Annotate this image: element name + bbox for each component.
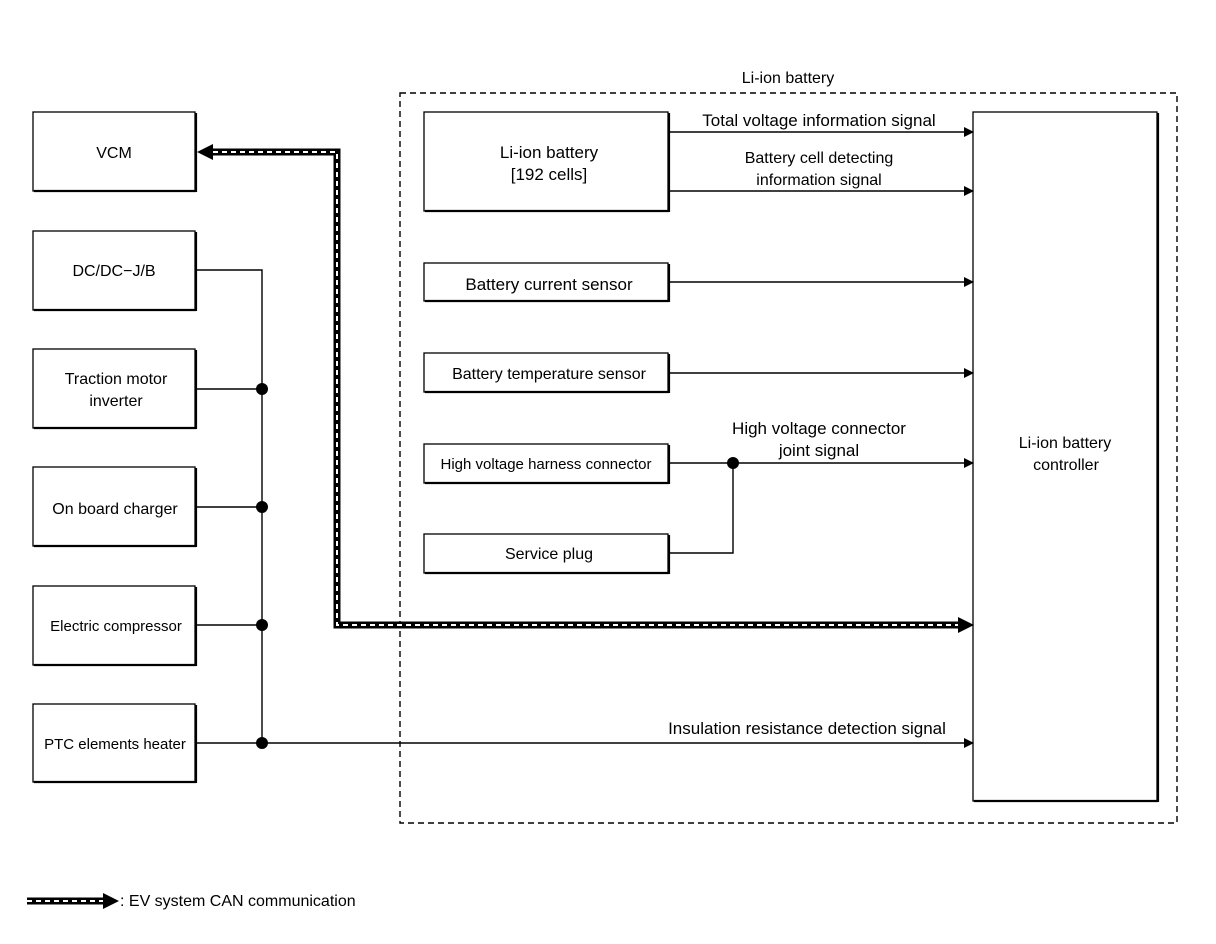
li-ion-battery-controller-label-line-2: controller <box>1033 457 1099 474</box>
li-ion-battery-cells-box: Li-ion battery [192 cells] <box>423 111 671 213</box>
vcm-box: VCM <box>32 111 198 193</box>
insulation-resistance-signal-line: Insulation resistance detection signal <box>262 719 974 748</box>
li-ion-battery-cells-label-line-2: [192 cells] <box>511 165 588 184</box>
traction-motor-inverter-label-line-2: inverter <box>89 393 143 410</box>
dcdc-jb-label: DC/DC−J/B <box>72 263 155 280</box>
hv-connector-joint-signal-line: High voltage connector joint signal <box>669 419 974 554</box>
electric-compressor-box: Electric compressor <box>32 585 198 667</box>
traction-motor-inverter-label-line-1: Traction motor <box>65 371 168 388</box>
cell-detecting-signal-label-line-2: information signal <box>756 172 881 189</box>
high-voltage-harness-connector-box: High voltage harness connector <box>423 443 671 485</box>
legend-arrow-icon <box>103 893 119 909</box>
total-voltage-signal-label: Total voltage information signal <box>702 111 935 130</box>
li-ion-battery-controller-label-line-1: Li-ion battery <box>1019 435 1112 452</box>
service-plug-label: Service plug <box>505 546 593 563</box>
on-board-charger-box: On board charger <box>32 466 198 548</box>
service-plug-box: Service plug <box>423 533 671 575</box>
can-arrowhead-controller <box>958 617 974 633</box>
legend: : EV system CAN communication <box>27 893 356 910</box>
dcdc-jb-box: DC/DC−J/B <box>32 230 198 312</box>
junction-dot <box>256 501 268 513</box>
hv-connector-joint-signal-label-line-1: High voltage connector <box>732 419 906 438</box>
high-voltage-bus-wiring <box>196 269 268 749</box>
junction-dot <box>256 619 268 631</box>
junction-dot <box>256 383 268 395</box>
cell-detecting-signal-label-line-1: Battery cell detecting <box>745 150 894 167</box>
ev-can-communication-line <box>197 144 974 633</box>
traction-motor-inverter-box: Traction motor inverter <box>32 348 198 430</box>
li-ion-battery-controller-box: Li-ion battery controller <box>972 111 1160 803</box>
battery-current-sensor-label: Battery current sensor <box>465 275 633 294</box>
cell-detecting-signal-line: Battery cell detecting information signa… <box>669 150 974 196</box>
junction-dot <box>727 457 739 469</box>
on-board-charger-label: On board charger <box>52 501 178 518</box>
ptc-elements-heater-box: PTC elements heater <box>32 703 198 784</box>
li-ion-battery-cells-label-line-1: Li-ion battery <box>500 143 599 162</box>
vcm-label: VCM <box>96 145 132 162</box>
li-ion-battery-pack-boundary <box>399 92 1178 824</box>
battery-temperature-sensor-box: Battery temperature sensor <box>423 352 671 394</box>
can-arrowhead-vcm <box>197 144 213 160</box>
battery-current-sensor-box: Battery current sensor <box>423 262 671 303</box>
ptc-elements-heater-label: PTC elements heater <box>44 736 186 753</box>
hv-connector-joint-signal-label-line-2: joint signal <box>778 441 859 460</box>
legend-label: : EV system CAN communication <box>120 893 356 910</box>
electric-compressor-label: Electric compressor <box>50 618 182 635</box>
high-voltage-harness-connector-label: High voltage harness connector <box>441 456 652 473</box>
total-voltage-signal-line: Total voltage information signal <box>669 111 974 137</box>
insulation-resistance-signal-label: Insulation resistance detection signal <box>668 719 946 738</box>
li-ion-battery-pack-label: Li-ion battery <box>742 70 835 87</box>
battery-temperature-sensor-label: Battery temperature sensor <box>452 366 647 383</box>
